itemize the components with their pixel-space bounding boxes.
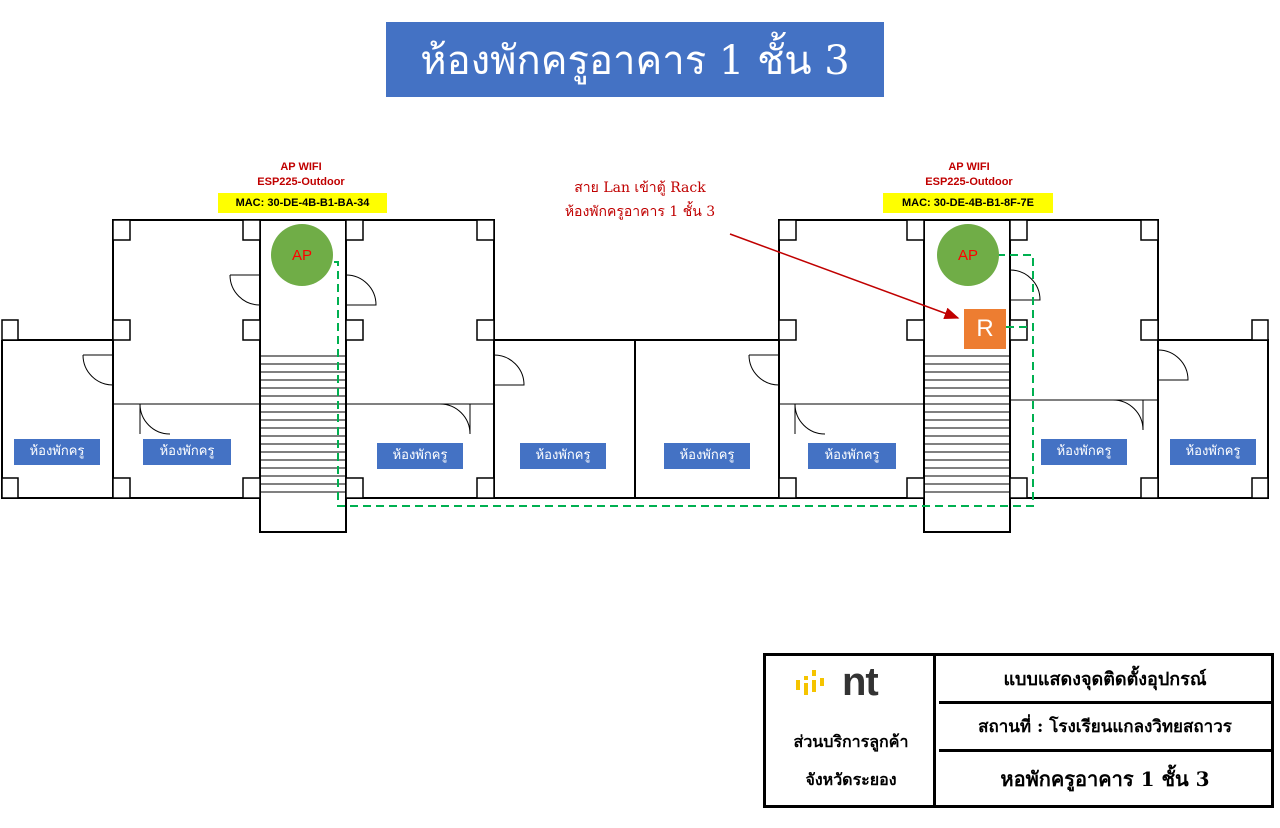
door-swing: [493, 354, 525, 386]
logo-text: nt: [842, 660, 879, 704]
column: [112, 219, 131, 241]
column: [1009, 477, 1028, 499]
ap-model: ESP225-Outdoor: [925, 176, 1013, 188]
column: [1009, 219, 1028, 241]
room-label: ห้องพักครู: [1041, 439, 1127, 465]
wall: [1010, 219, 1269, 499]
wall: [635, 219, 924, 341]
ap-title: AP WIFI: [280, 161, 322, 173]
column: [476, 219, 495, 241]
column: [906, 319, 925, 341]
page-title: ห้องพักครูอาคาร 1 ชั้น 3: [386, 22, 884, 97]
ap-model: ESP225-Outdoor: [257, 176, 345, 188]
ap-label: AP WIFI ESP225-Outdoor: [246, 160, 356, 190]
title-block-heading: แบบแสดงจุดติดตั้งอุปกรณ์: [939, 656, 1271, 704]
column: [242, 319, 261, 341]
room-label: ห้องพักครู: [143, 439, 231, 465]
column: [1, 477, 19, 499]
ap-label: AP WIFI ESP225-Outdoor: [914, 160, 1024, 190]
access-point-icon: AP: [271, 224, 333, 286]
column: [476, 477, 495, 499]
column: [112, 319, 131, 341]
door-swing: [1157, 349, 1189, 381]
room-label: ห้องพักครู: [808, 443, 896, 469]
title-block-location: สถานที่ : โรงเรียนแกลงวิทยสถาวร: [939, 704, 1271, 752]
door-swing: [439, 403, 471, 435]
room-label: ห้องพักครู: [520, 443, 606, 469]
title-block-building: หอพักครูอาคาร 1 ชั้น 3: [1000, 766, 1210, 791]
room-label: ห้องพักครู: [664, 443, 750, 469]
column: [1140, 477, 1159, 499]
stair-core: [923, 219, 1011, 533]
door-swing: [1112, 399, 1144, 431]
annotation-line: ห้องพักครูอาคาร 1 ชั้น 3: [564, 204, 716, 220]
stair-core: [259, 219, 347, 533]
lan-cable-route: [334, 254, 1034, 507]
column: [1, 319, 19, 341]
annotation: สาย Lan เข้าตู้ Rack ห้องพักครูอาคาร 1 ช…: [520, 176, 760, 224]
annotation-arrow: [729, 233, 960, 319]
department-province: จังหวัดระยอง: [805, 770, 897, 789]
column: [345, 319, 364, 341]
title-block-logo-cell: nt ส่วนบริการลูกค้า จังหวัดระยอง: [766, 656, 936, 805]
column: [1140, 319, 1159, 341]
room-label: ห้องพักครู: [14, 439, 100, 465]
mac-address: MAC: 30-DE-4B-B1-8F-7E: [883, 193, 1053, 213]
room-label: ห้องพักครู: [377, 443, 463, 469]
wall: [2, 219, 260, 341]
nt-logo-icon: [796, 670, 824, 695]
column: [112, 477, 131, 499]
column: [1251, 319, 1269, 341]
door-swing: [229, 274, 261, 306]
column: [906, 219, 925, 241]
rack-icon: R: [964, 309, 1006, 349]
annotation-line: สาย Lan เข้าตู้ Rack: [574, 180, 706, 196]
column: [242, 219, 261, 241]
mac-address: MAC: 30-DE-4B-B1-BA-34: [218, 193, 387, 213]
column: [476, 319, 495, 341]
column: [1140, 219, 1159, 241]
ap-title: AP WIFI: [948, 161, 990, 173]
column: [906, 477, 925, 499]
column: [778, 319, 797, 341]
stairs: [924, 355, 1010, 493]
column: [345, 477, 364, 499]
column: [1009, 319, 1028, 341]
wall: [1, 340, 260, 499]
column: [242, 477, 261, 499]
door-swing: [345, 274, 377, 306]
column: [778, 219, 797, 241]
column: [778, 477, 797, 499]
stairs: [260, 355, 346, 493]
column: [345, 219, 364, 241]
door-swing: [794, 403, 826, 435]
door-swing: [748, 354, 780, 386]
door-swing: [1009, 269, 1041, 301]
title-block: nt ส่วนบริการลูกค้า จังหวัดระยอง แบบแสดง…: [763, 653, 1274, 808]
access-point-icon: AP: [937, 224, 999, 286]
door-swing: [139, 403, 171, 435]
door-swing: [82, 354, 114, 386]
department-name: ส่วนบริการลูกค้า: [793, 732, 909, 751]
room-label: ห้องพักครู: [1170, 439, 1256, 465]
column: [1251, 477, 1269, 499]
nt-logo: nt: [796, 660, 906, 706]
